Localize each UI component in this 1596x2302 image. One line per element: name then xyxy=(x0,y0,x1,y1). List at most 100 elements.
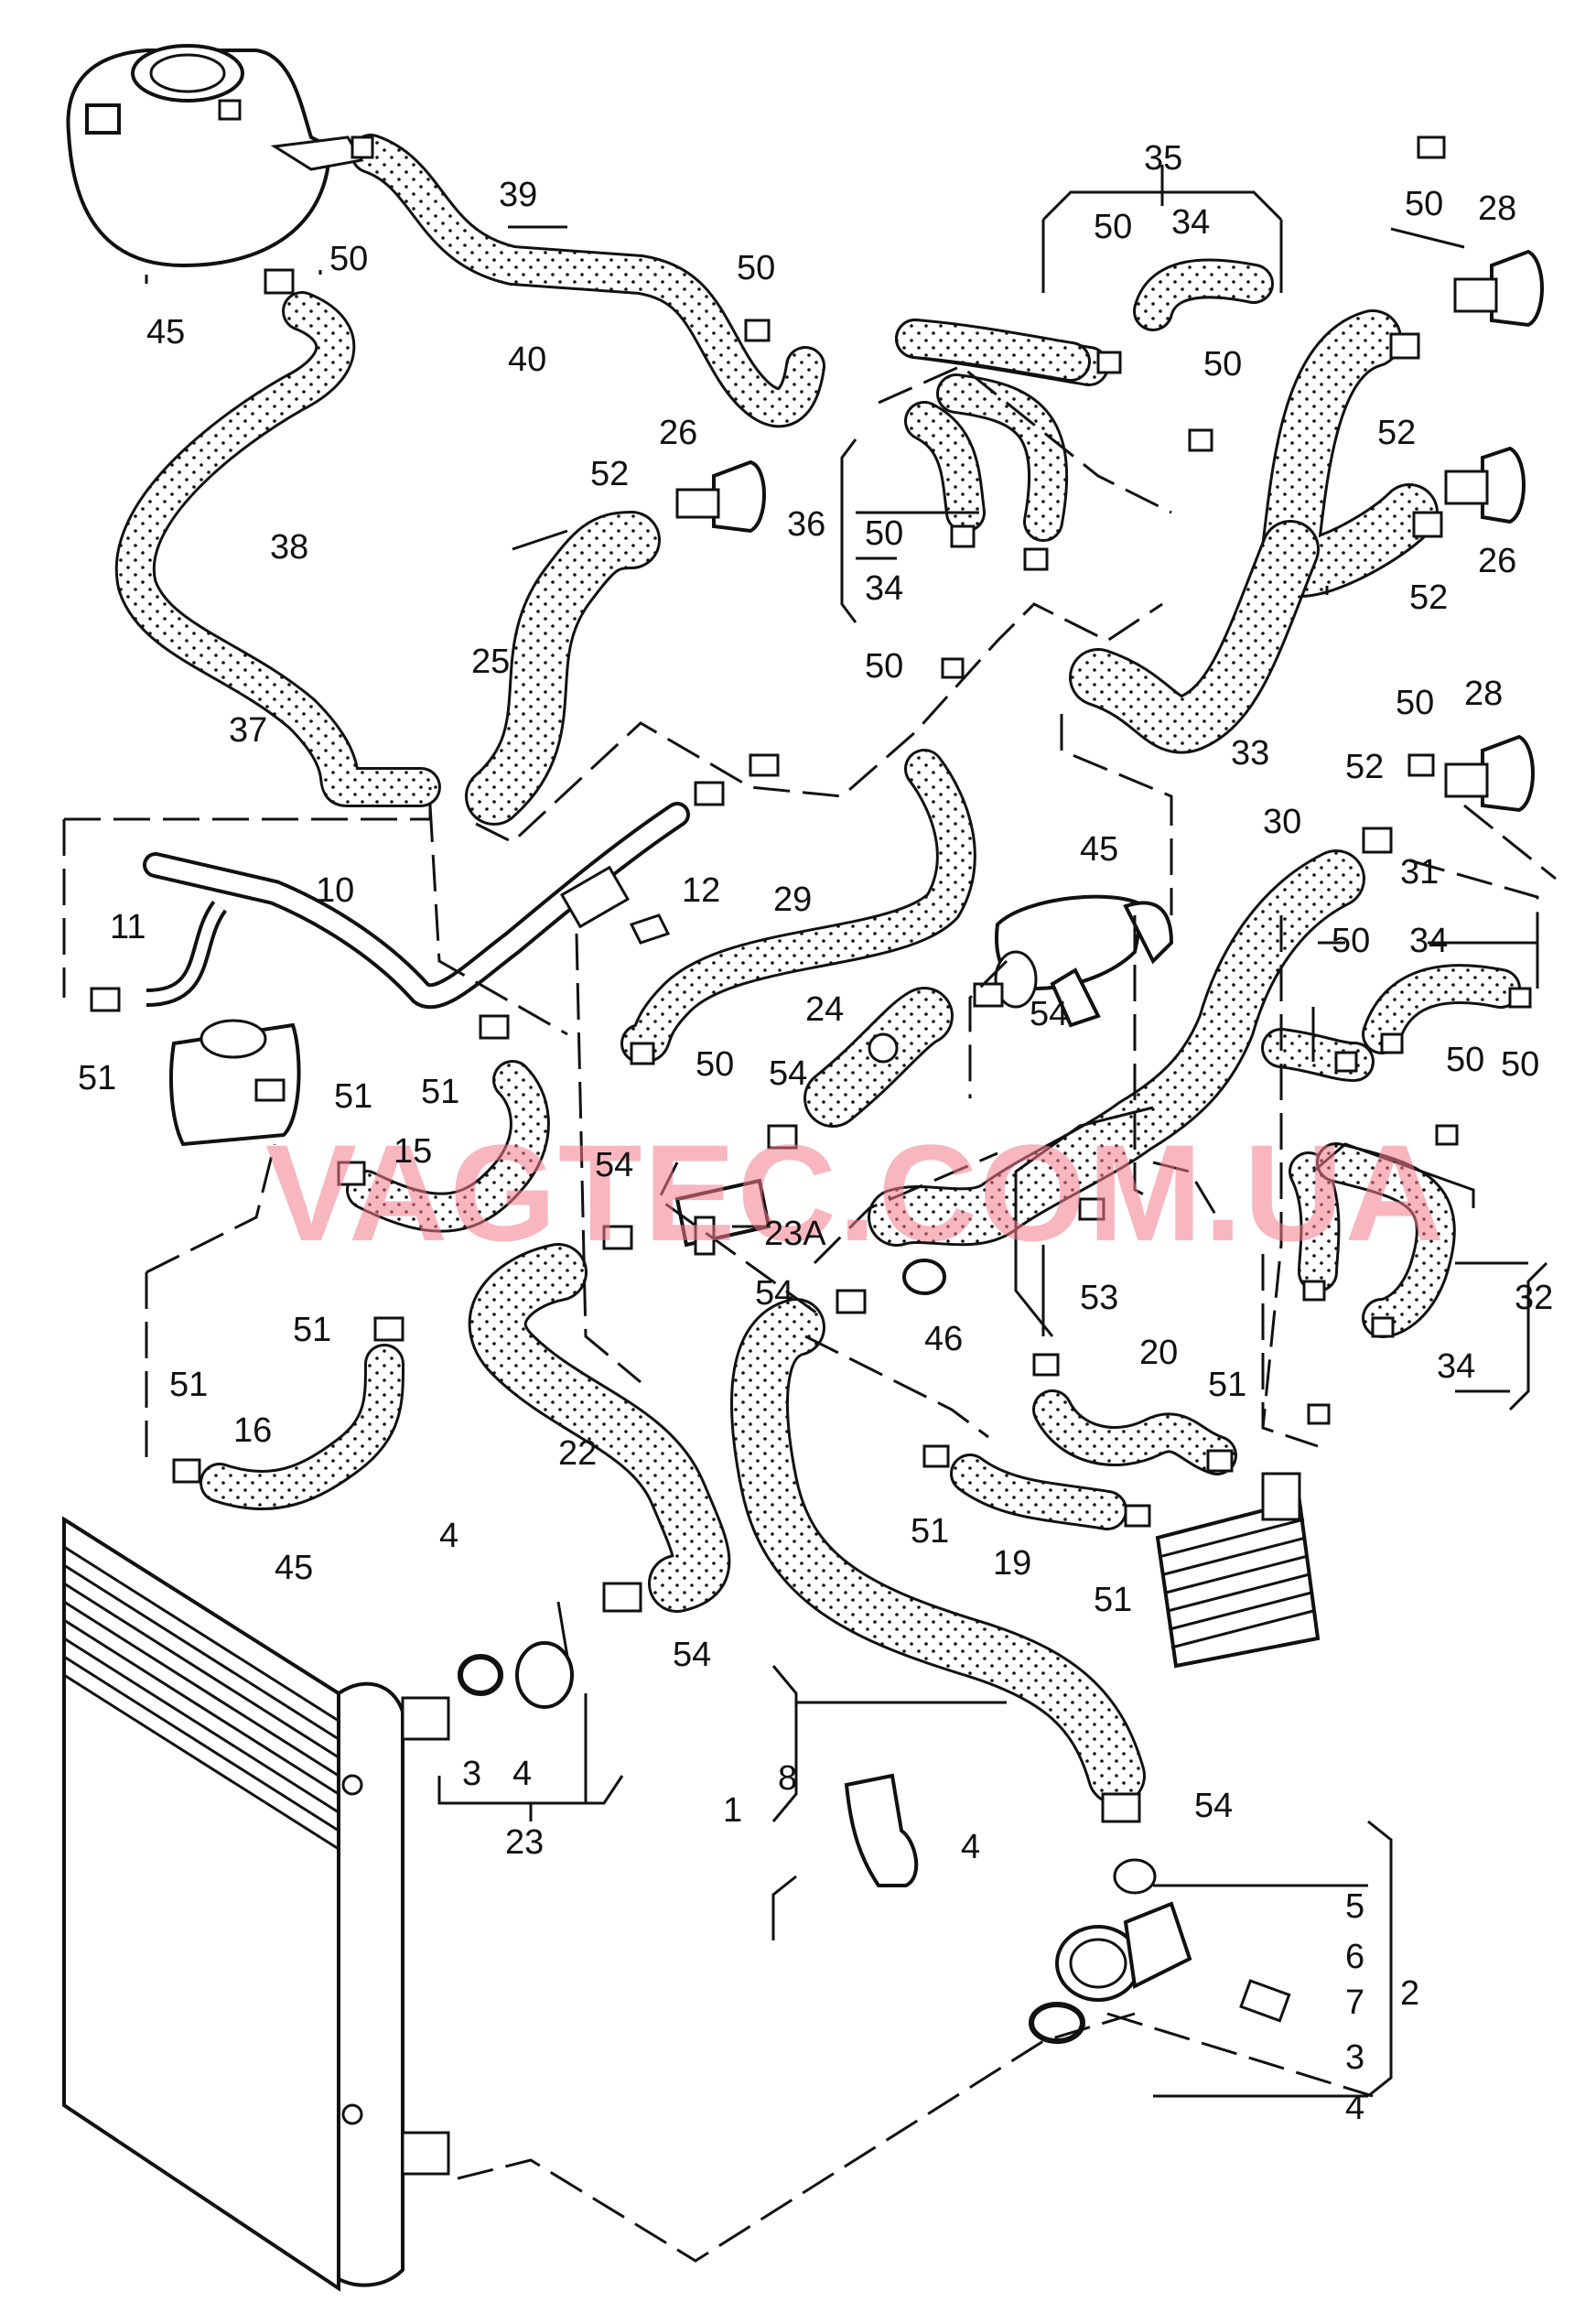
hose-39 xyxy=(350,134,825,428)
label-50: 50 xyxy=(696,1045,734,1084)
label-51: 51 xyxy=(1208,1366,1246,1404)
connector-28-right xyxy=(1444,734,1535,813)
watermark: VAGTEC.COM.UA xyxy=(265,1116,1446,1270)
label-50: 50 xyxy=(737,249,775,287)
label-4: 4 xyxy=(1345,2089,1364,2127)
label-50: 50 xyxy=(329,240,368,278)
label-51: 51 xyxy=(1094,1581,1132,1619)
label-23: 23 xyxy=(505,1823,544,1862)
clamps xyxy=(90,135,1532,1823)
label-51: 51 xyxy=(169,1366,208,1404)
bolt-12 xyxy=(629,913,671,945)
label-2: 2 xyxy=(1400,1974,1419,2013)
connector-26-right xyxy=(1444,446,1526,524)
label-25: 25 xyxy=(471,643,510,681)
thermostat-housing xyxy=(458,1641,1291,2044)
label-10: 10 xyxy=(316,871,354,910)
label-35: 35 xyxy=(1144,139,1182,178)
label-51: 51 xyxy=(421,1073,459,1111)
label-12: 12 xyxy=(682,871,720,910)
label-53: 53 xyxy=(1080,1279,1118,1317)
label-54: 54 xyxy=(673,1636,711,1674)
label-50: 50 xyxy=(1396,684,1434,722)
expansion-tank xyxy=(66,44,364,268)
t-connector-45 xyxy=(994,894,1174,1028)
label-11: 11 xyxy=(110,908,146,946)
label-15: 15 xyxy=(394,1132,432,1171)
label-34: 34 xyxy=(1437,1347,1475,1386)
label-50: 50 xyxy=(1405,185,1443,223)
label-22: 22 xyxy=(558,1434,597,1473)
label-52: 52 xyxy=(1377,414,1416,452)
label-52: 52 xyxy=(1409,578,1448,617)
label-4: 4 xyxy=(439,1517,458,1555)
label-54: 54 xyxy=(595,1146,633,1184)
label-50: 50 xyxy=(1501,1045,1539,1084)
label-50: 50 xyxy=(1203,345,1242,384)
coolant-pipe-10 xyxy=(143,802,690,1010)
hose-33 xyxy=(1069,309,1439,754)
oil-cooler xyxy=(1155,1472,1321,1669)
hose-15 xyxy=(346,1060,550,1233)
part-labels: 1 2 3 3 4 4 4 4 5 6 7 8 10 11 12 15 16 1… xyxy=(78,139,1553,2127)
label-30: 30 xyxy=(1263,803,1301,841)
label-19: 19 xyxy=(993,1544,1031,1583)
label-26: 26 xyxy=(659,414,697,452)
label-45: 45 xyxy=(146,313,185,351)
hose-19 xyxy=(950,1454,1127,1530)
hose-upper-left xyxy=(895,319,1091,382)
label-34: 34 xyxy=(1171,203,1210,242)
label-8: 8 xyxy=(778,1759,797,1798)
label-1: 1 xyxy=(723,1791,742,1830)
hose-20 xyxy=(1032,1389,1237,1475)
label-51: 51 xyxy=(293,1311,331,1349)
hose-36 xyxy=(904,373,1069,542)
connector-28-top xyxy=(1453,249,1544,328)
label-39: 39 xyxy=(499,176,537,214)
label-26: 26 xyxy=(1478,542,1516,580)
label-29: 29 xyxy=(773,881,812,919)
label-54: 54 xyxy=(1194,1787,1233,1825)
label-45: 45 xyxy=(275,1549,313,1587)
label-4: 4 xyxy=(512,1755,532,1793)
label-51: 51 xyxy=(911,1512,949,1551)
hose-37 xyxy=(114,291,441,807)
label-50: 50 xyxy=(1094,208,1132,246)
label-5: 5 xyxy=(1345,1887,1364,1926)
label-34: 34 xyxy=(865,569,903,608)
label-16: 16 xyxy=(233,1411,272,1450)
label-40: 40 xyxy=(508,340,546,379)
leader-lines xyxy=(145,165,1548,2098)
bracket-8 xyxy=(844,1773,919,1887)
label-38: 38 xyxy=(270,528,308,567)
hose-16 xyxy=(200,1344,404,1510)
label-36: 36 xyxy=(787,505,825,544)
grommet-24 xyxy=(868,1032,899,1064)
label-52: 52 xyxy=(1345,748,1384,786)
label-51: 51 xyxy=(78,1059,116,1097)
label-31: 31 xyxy=(1400,853,1439,892)
label-20: 20 xyxy=(1139,1334,1178,1372)
label-24: 24 xyxy=(805,990,844,1029)
label-3: 3 xyxy=(462,1755,481,1793)
label-37: 37 xyxy=(229,711,267,750)
label-50: 50 xyxy=(1332,922,1370,960)
label-54: 54 xyxy=(1030,995,1068,1033)
dashed-lines xyxy=(62,364,1557,2263)
label-50: 50 xyxy=(1446,1041,1484,1079)
label-51: 51 xyxy=(334,1077,372,1116)
hose-22 xyxy=(468,1243,731,1613)
label-23a: 23A xyxy=(764,1215,826,1253)
hose-25 xyxy=(465,511,661,826)
label-33: 33 xyxy=(1231,734,1269,773)
label-45: 45 xyxy=(1080,830,1118,869)
label-54: 54 xyxy=(769,1054,807,1093)
connector-23a xyxy=(674,1178,771,1256)
label-52: 52 xyxy=(590,455,629,493)
label-7: 7 xyxy=(1345,1983,1364,2022)
radiator xyxy=(62,1516,450,2292)
hose-32 xyxy=(1289,1142,1456,1338)
label-3: 3 xyxy=(1345,2038,1364,2077)
